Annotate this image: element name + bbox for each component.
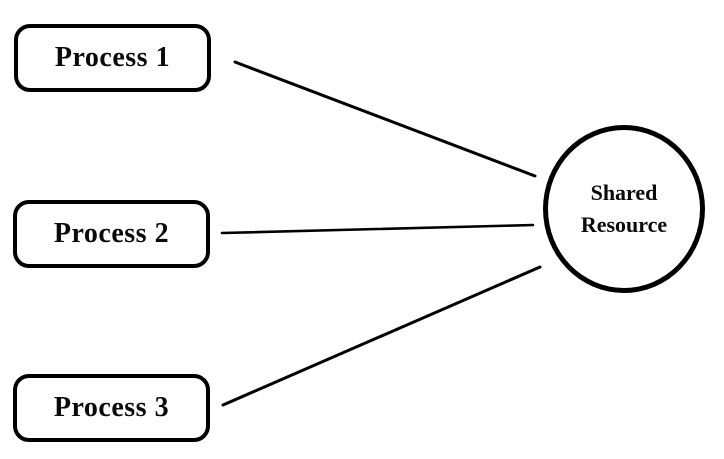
process-3-node: Process 3 [13, 374, 210, 442]
process-2-label: Process 2 [53, 218, 170, 249]
shared-resource-label-line1: Shared [590, 180, 658, 205]
process-2-node: Process 2 [13, 200, 210, 268]
connector-process-1-to-resource [233, 60, 537, 178]
process-1-label: Process 1 [54, 42, 171, 73]
shared-resource-node: Shared Resource [543, 125, 705, 293]
process-1-node: Process 1 [14, 24, 211, 92]
connector-process-2-to-resource [220, 223, 535, 235]
process-3-label: Process 3 [53, 392, 170, 423]
shared-resource-label-line2: Resource [580, 212, 668, 237]
connector-process-3-to-resource [221, 265, 542, 407]
